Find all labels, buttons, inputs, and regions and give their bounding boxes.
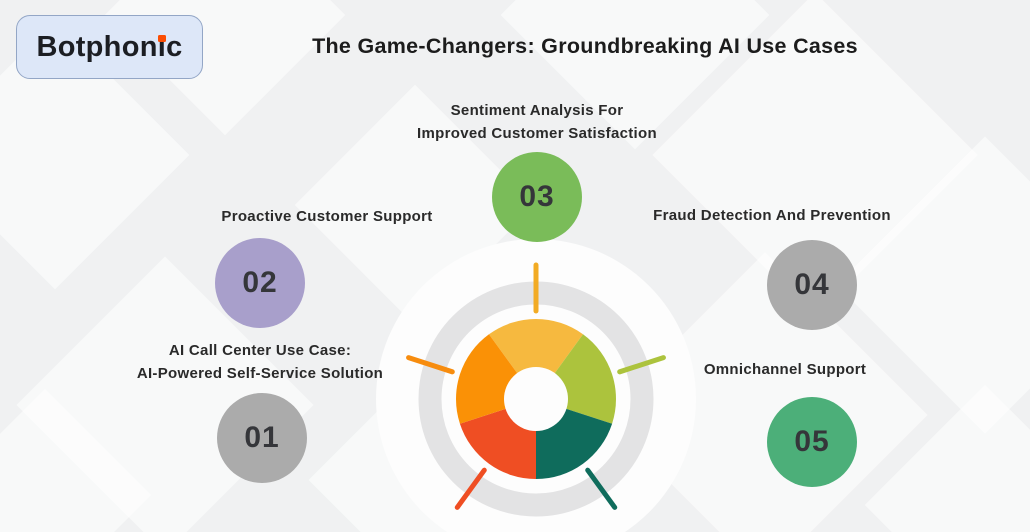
number-circle-01: 01 — [217, 393, 307, 483]
number-circle-05: 05 — [767, 397, 857, 487]
number-label: 01 — [244, 421, 280, 454]
number-circle-04: 04 — [767, 240, 857, 330]
label-item-02: Proactive Customer Support — [177, 205, 477, 228]
number-label: 05 — [794, 425, 830, 458]
label-item-01: AI Call Center Use Case: AI-Powered Self… — [85, 339, 435, 385]
label-line: Improved Customer Satisfaction — [417, 125, 657, 142]
page-title: The Game-Changers: Groundbreaking AI Use… — [312, 34, 858, 58]
donut-tick-upper-right — [617, 355, 666, 375]
donut-tick-lower-right — [585, 467, 618, 510]
label-line: AI Call Center Use Case: — [168, 342, 352, 359]
label-line: AI-Powered Self-Service Solution — [136, 365, 384, 382]
donut-hole — [504, 367, 568, 431]
label-item-04: Fraud Detection And Prevention — [622, 204, 922, 227]
logo-i-dot — [157, 35, 166, 42]
label-item-03: Sentiment Analysis For Improved Customer… — [330, 99, 744, 145]
label-item-05: Omnichannel Support — [635, 358, 935, 381]
label-line: Omnichannel Support — [703, 361, 867, 378]
number-label: 03 — [519, 180, 555, 213]
number-label: 02 — [242, 266, 278, 299]
number-circle-02: 02 — [215, 238, 305, 328]
label-line: Fraud Detection And Prevention — [653, 207, 891, 224]
donut-tick-lower-left — [454, 467, 487, 510]
donut-ticks — [406, 262, 666, 510]
logo-text-pre: Botphon — [36, 30, 158, 63]
number-circle-03: 03 — [492, 152, 582, 242]
label-line: Proactive Customer Support — [221, 208, 433, 225]
logo-letter-i: i — [157, 30, 167, 63]
donut-chart — [406, 262, 666, 517]
label-line: Sentiment Analysis For — [450, 102, 624, 119]
donut-segment-top — [488, 319, 584, 399]
logo-text-post: c — [166, 30, 183, 63]
donut-tick-upper-left — [406, 355, 455, 375]
number-label: 04 — [794, 268, 830, 301]
